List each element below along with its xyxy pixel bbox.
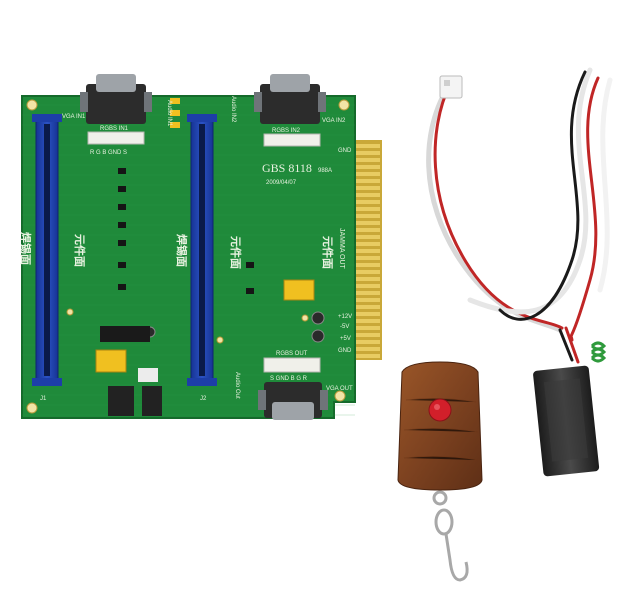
label-j2: J2	[200, 396, 207, 402]
label-audio-in2: Audio IN2	[230, 96, 236, 123]
gold-finger-contact	[356, 249, 380, 253]
label-plus-5v: +5V	[340, 336, 351, 342]
gold-finger-contact	[356, 263, 380, 267]
gold-finger-contact	[356, 312, 380, 316]
gold-finger-contact	[356, 277, 380, 281]
label-gnd-bottom: GND	[338, 348, 352, 354]
rgbs-headers	[87, 131, 321, 373]
gold-finger-contact	[356, 326, 380, 330]
card-edge-slot-j1	[32, 114, 62, 386]
vga-in2-connector	[254, 74, 326, 124]
label-solder-side-1: 焊锡面	[19, 232, 33, 265]
gold-finger-contact	[356, 144, 380, 148]
relay-components	[95, 279, 315, 373]
gold-finger-contact	[356, 214, 380, 218]
gold-finger-contact	[356, 354, 380, 358]
label-solder-side-2: 焊锡面	[175, 234, 189, 267]
gold-finger-contact	[356, 193, 380, 197]
label-audio-in1: Audio IN1	[166, 100, 172, 127]
label-12v: +12V	[338, 314, 352, 320]
gold-finger-contact	[356, 179, 380, 183]
ic-chip	[100, 326, 150, 342]
gold-finger-contact	[356, 340, 380, 344]
label-vga-in2: VGA IN2	[322, 118, 346, 124]
label-component-side-3: 元件面	[321, 236, 335, 269]
gold-finger-contact	[356, 235, 380, 239]
gold-finger-contact	[356, 256, 380, 260]
gold-finger-contact	[356, 347, 380, 351]
pcb-board: VGA IN1 VGA IN2 RGBS IN1 R G B GND S RGB…	[19, 74, 382, 420]
silkscreen-labels: VGA IN1 VGA IN2 RGBS IN1 R G B GND S RGB…	[19, 96, 353, 402]
label-gnd-top: GND	[338, 148, 352, 154]
board-date: 2009/04/07	[266, 180, 297, 186]
label-rgb-row-bottom: S GND B G R	[270, 376, 308, 382]
label-minus-5v: -5V	[340, 324, 349, 330]
label-rgbs-in1: RGBS IN1	[100, 126, 129, 132]
label-component-side-1: 元件面	[73, 234, 87, 267]
label-j1: J1	[40, 396, 47, 402]
receiver-module	[533, 365, 600, 477]
gold-finger-contact	[356, 228, 380, 232]
gold-finger-contact	[356, 319, 380, 323]
label-rgbs-out: RGBS OUT	[276, 351, 308, 357]
label-vga-out: VGA OUT	[326, 386, 353, 392]
gold-finger-contact	[356, 242, 380, 246]
board-model: GBS 8118	[262, 161, 312, 175]
gold-finger-contact	[356, 333, 380, 337]
remote-button-icon	[428, 398, 452, 422]
label-component-side-2: 元件面	[229, 236, 243, 269]
gold-finger-contact	[356, 207, 380, 211]
gold-finger-contact	[356, 200, 380, 204]
label-rgbs-in2: RGBS IN2	[272, 128, 301, 134]
vga-in1-connector	[80, 74, 152, 124]
gold-finger-contact	[356, 186, 380, 190]
vga-out-connector	[258, 382, 328, 420]
mounting-holes	[26, 99, 350, 414]
gold-finger-contact	[356, 284, 380, 288]
gold-finger-contact	[356, 221, 380, 225]
label-rgb-row-top: R G B GND S	[90, 150, 127, 156]
gold-finger-contact	[356, 270, 380, 274]
gold-finger-contact	[356, 291, 380, 295]
antenna-coil	[590, 341, 607, 363]
remote-control	[397, 361, 483, 582]
gold-finger-contact	[356, 298, 380, 302]
gold-finger-contact	[356, 165, 380, 169]
keychain-clip	[432, 490, 469, 582]
audio-jacks	[108, 368, 162, 416]
wire-connector-plug	[439, 75, 463, 99]
card-edge-slot-j2	[187, 114, 217, 386]
wire-harness	[426, 67, 613, 364]
label-vga-in1: VGA IN1	[62, 114, 86, 120]
gold-finger-contact	[356, 172, 380, 176]
board-model-suffix: 988A	[318, 168, 332, 174]
gold-finger-contact	[356, 305, 380, 309]
gold-finger-contact	[356, 158, 380, 162]
label-jamma-out: JAMMA OUT	[338, 228, 345, 270]
small-components	[118, 98, 254, 294]
label-audio-out: Audio Out	[234, 372, 240, 399]
gold-finger-contact	[356, 151, 380, 155]
jamma-edge-connector	[352, 140, 382, 360]
